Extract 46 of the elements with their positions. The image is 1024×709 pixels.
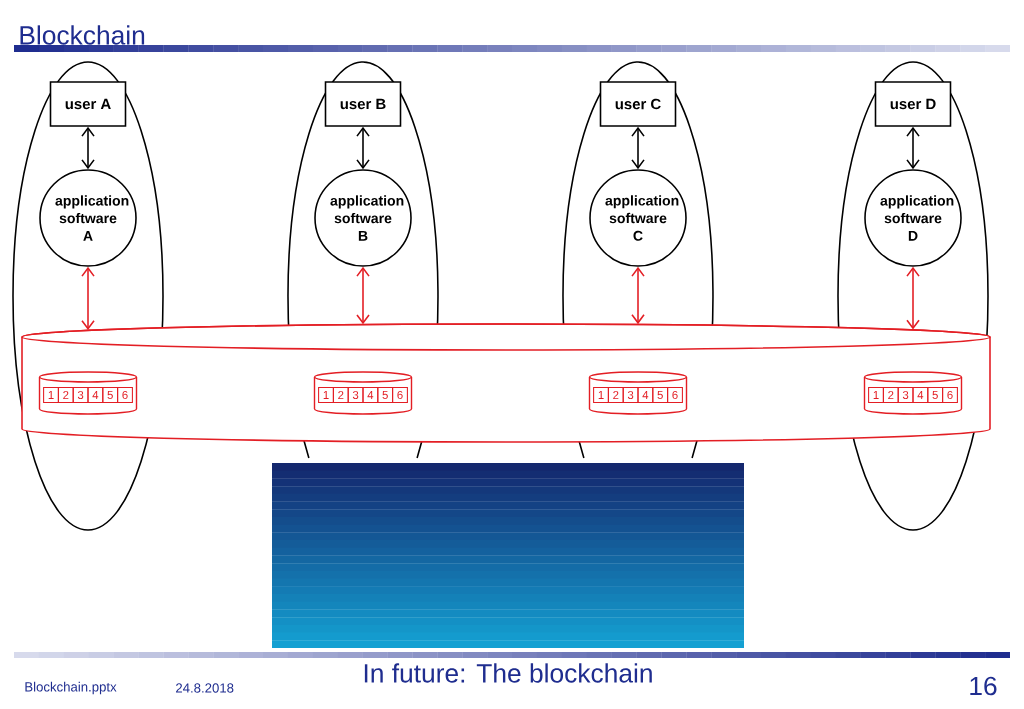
ledger-cylinder: [38, 371, 138, 415]
block-cell: 5: [102, 386, 119, 404]
file-name: Blockchain.pptx: [25, 681, 117, 695]
slide-caption: In future: The blockchain: [364, 663, 652, 683]
arrow: [81, 126, 95, 170]
block-cell: 2: [57, 386, 74, 404]
user-box: user C: [599, 81, 677, 127]
network-cylinder: [21, 323, 991, 443]
block-cell: 3: [622, 386, 639, 404]
user-box: user D: [874, 81, 952, 127]
arrow: [906, 266, 920, 330]
block-cell: 2: [882, 386, 899, 404]
ledger-cylinder: [863, 371, 963, 415]
block-cell: 5: [652, 386, 669, 404]
ledger-cylinder: [313, 371, 413, 415]
block-cell: 1: [868, 386, 884, 404]
date: 24.8.2018: [176, 683, 234, 693]
block-cell: 2: [607, 386, 624, 404]
arrow: [356, 266, 370, 325]
arrow: [81, 266, 95, 331]
block-cell: 2: [332, 386, 349, 404]
block-cell: 1: [318, 386, 334, 404]
block-cell: 4: [362, 386, 379, 404]
arrow: [906, 126, 920, 170]
block-cell: 3: [72, 386, 89, 404]
block-cell: 6: [667, 386, 683, 404]
arrow: [631, 126, 645, 170]
page-number: 16: [970, 676, 997, 696]
block-cell: 4: [637, 386, 654, 404]
user-box: user B: [324, 81, 402, 127]
block-cell: 6: [942, 386, 958, 404]
block-cell: 5: [377, 386, 394, 404]
arrow: [631, 266, 645, 325]
block-cell: 4: [912, 386, 929, 404]
block-cell: 6: [392, 386, 408, 404]
ledger-cylinder: [588, 371, 688, 415]
user-box: user A: [49, 81, 127, 127]
block-cell: 1: [43, 386, 59, 404]
arrow: [356, 126, 370, 170]
block-cell: 1: [593, 386, 609, 404]
block-cell: 5: [927, 386, 944, 404]
block-cell: 4: [87, 386, 104, 404]
block-cell: 6: [117, 386, 133, 404]
slide-title: Blockchain: [20, 25, 145, 45]
block-cell: 3: [347, 386, 364, 404]
block-cell: 3: [897, 386, 914, 404]
